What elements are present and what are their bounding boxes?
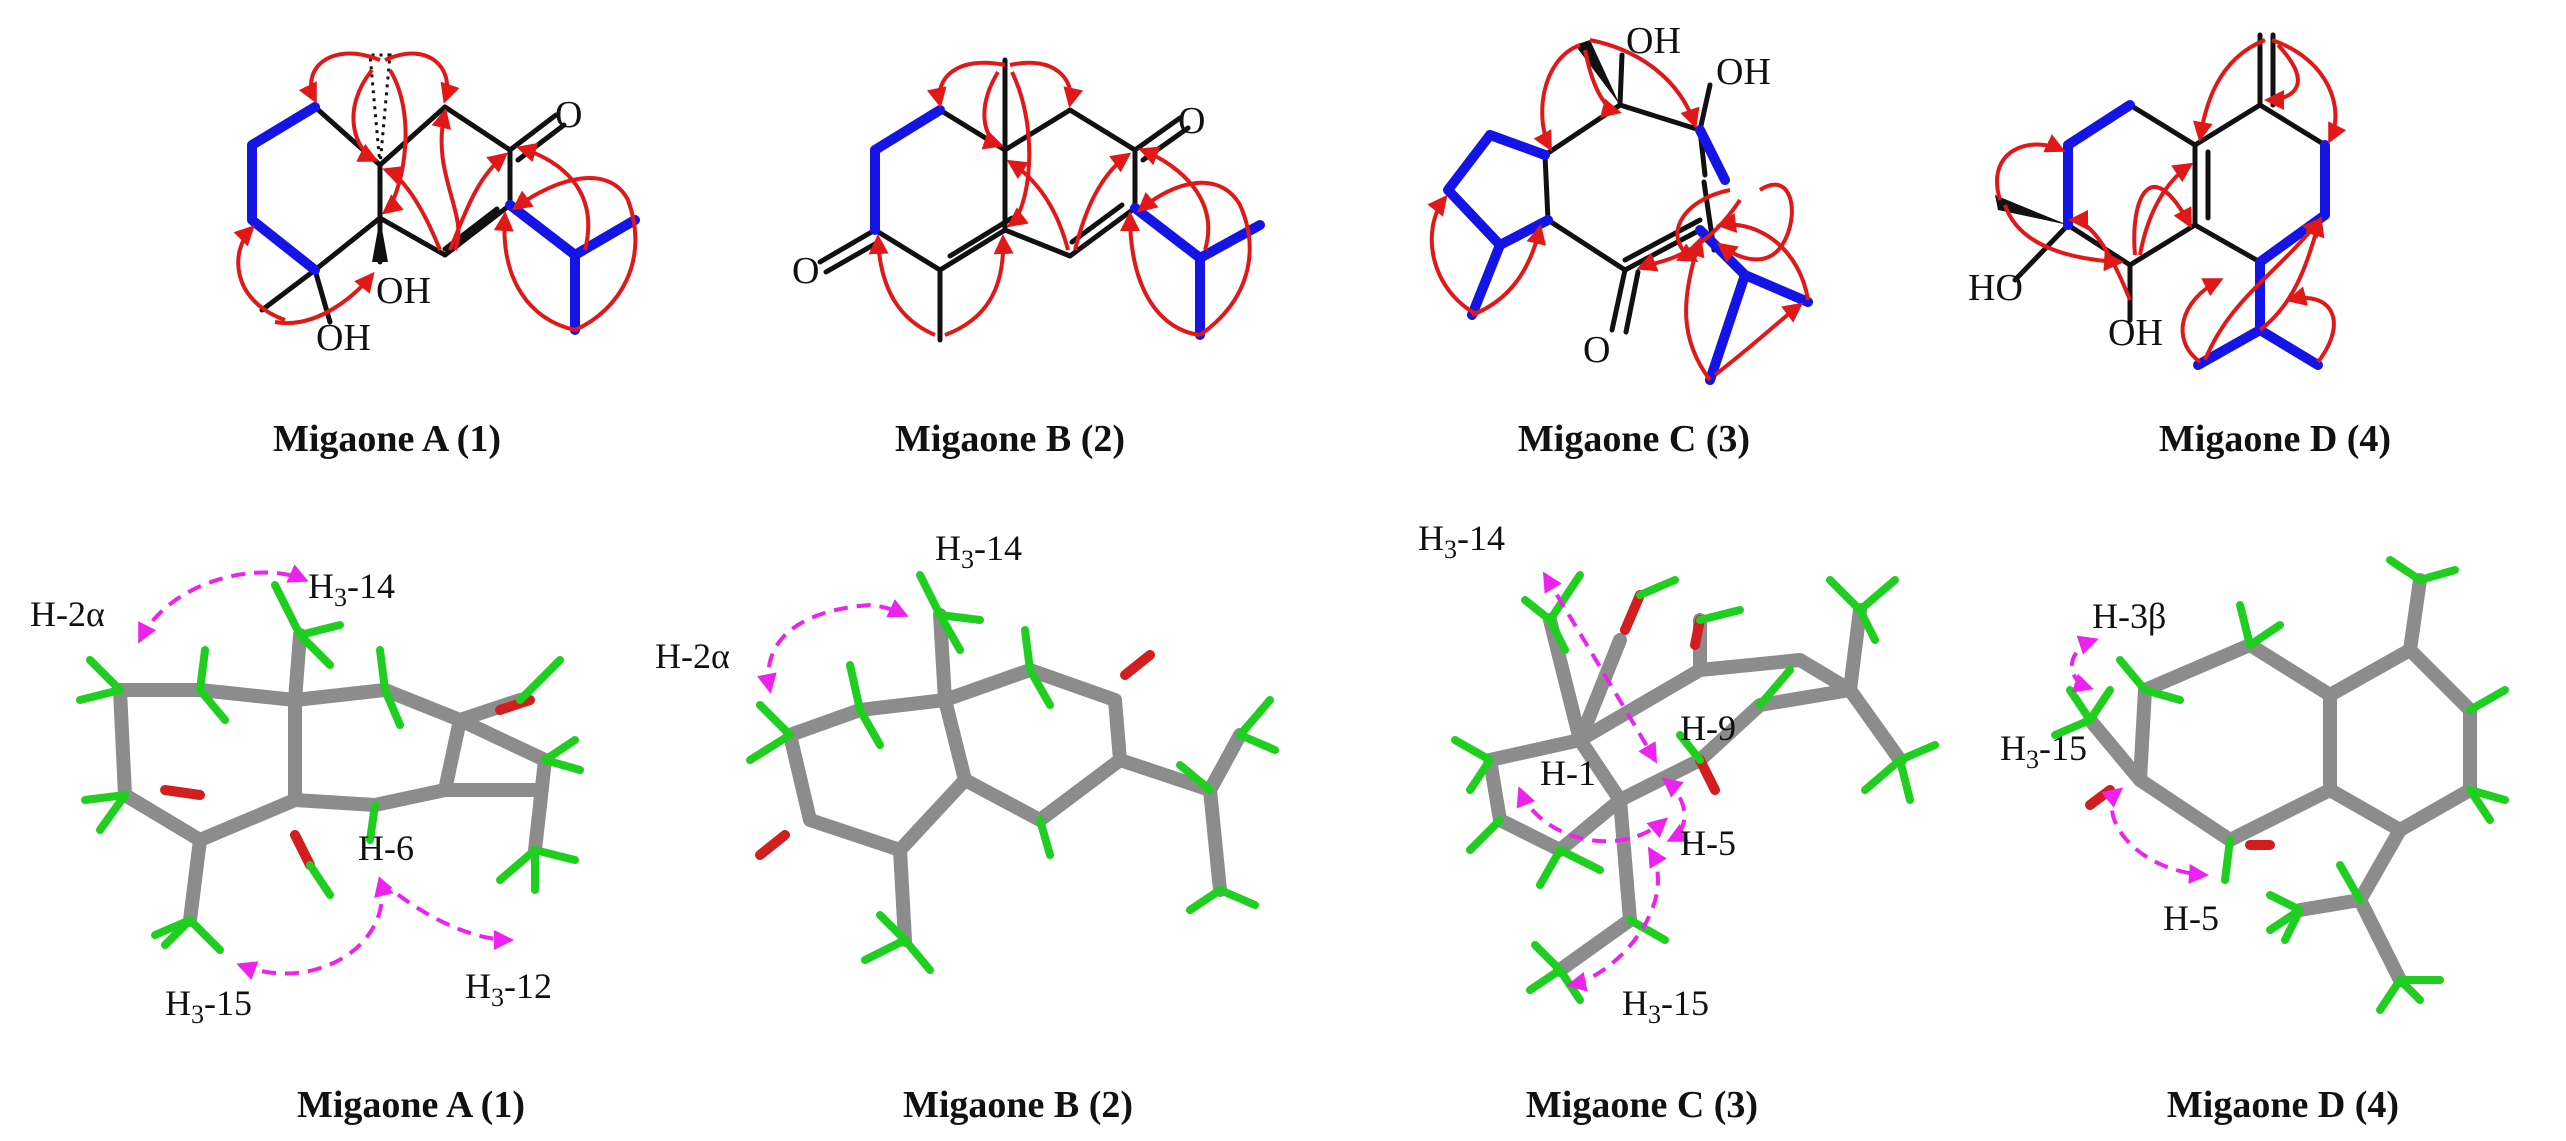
oxygen-atoms bbox=[755, 650, 1155, 860]
hydroxyl-c9: OH bbox=[1716, 51, 1771, 93]
conformer-migaone-b: H-2α H3-14 Migaone B (2) bbox=[655, 528, 1279, 1126]
noe-label: H-5 bbox=[2163, 898, 2219, 938]
caption-bottom-b: Migaone B (2) bbox=[903, 1084, 1133, 1126]
caption-top-d: Migaone D (4) bbox=[2159, 418, 2391, 460]
noe-label: H-2α bbox=[655, 636, 730, 676]
ketone-oxygen: O bbox=[1583, 329, 1610, 371]
noe-label: H-2α bbox=[30, 594, 105, 634]
hydroxyl-c4: OH bbox=[316, 317, 371, 359]
noe-label: H3-12 bbox=[465, 966, 552, 1012]
caption-bottom-d: Migaone D (4) bbox=[2167, 1084, 2399, 1126]
noe-label: H-1 bbox=[1540, 753, 1596, 793]
hydroxyl-c3: HO bbox=[1968, 267, 2023, 309]
noe-arrows bbox=[2069, 635, 2209, 884]
noe-label: H-3β bbox=[2092, 596, 2166, 636]
hmbc-arrows bbox=[1995, 38, 2347, 364]
bonds bbox=[817, 57, 1191, 343]
conformer-migaone-a: H-2α H3-14 H-6 H3-15 H3-12 Migaone A (1) bbox=[30, 564, 584, 1126]
caption-bottom-c: Migaone C (3) bbox=[1526, 1084, 1758, 1126]
cosy-bonds bbox=[870, 105, 1265, 340]
ketone-oxygen-2: O bbox=[792, 250, 819, 292]
noe-label: H3-15 bbox=[165, 983, 252, 1029]
structure-migaone-d: HO OH Migaone D (4) bbox=[1968, 32, 2391, 460]
noe-arrows bbox=[138, 564, 514, 980]
hmbc-arrows bbox=[233, 51, 638, 332]
noe-label: H3-14 bbox=[308, 566, 395, 612]
oxygen-atoms bbox=[160, 695, 535, 870]
cosy-bonds bbox=[2063, 100, 2330, 370]
noe-label: H3-15 bbox=[1622, 983, 1709, 1029]
noe-label: H3-14 bbox=[935, 528, 1022, 574]
noe-label: H-6 bbox=[358, 828, 414, 868]
carbon-skeleton bbox=[113, 628, 552, 927]
bonds bbox=[259, 53, 567, 325]
noe-label: H3-14 bbox=[1418, 518, 1505, 564]
hydrogen-atoms bbox=[2051, 556, 2509, 1014]
caption-top-b: Migaone B (2) bbox=[895, 418, 1125, 460]
bonds bbox=[1995, 32, 2328, 323]
hydrogen-atoms bbox=[76, 581, 584, 954]
structure-migaone-b: O O Migaone B (2) bbox=[792, 57, 1265, 460]
hydroxyl-c4: OH bbox=[2108, 312, 2163, 354]
caption-top-c: Migaone C (3) bbox=[1518, 418, 1750, 460]
hydroxyl-c5: OH bbox=[376, 270, 431, 312]
conformer-migaone-c: H3-14 H-9 H-1 H-5 H3-15 Migaone C (3) bbox=[1418, 518, 1939, 1126]
hmbc-arrows bbox=[1427, 38, 1810, 382]
hydrogen-atoms bbox=[746, 571, 1279, 974]
caption-top-a: Migaone A (1) bbox=[273, 418, 501, 460]
cosy-bonds bbox=[247, 102, 640, 335]
conformer-migaone-d: H-3β H3-15 H-5 Migaone D (4) bbox=[2000, 556, 2509, 1126]
ketone-oxygen: O bbox=[1178, 100, 1205, 142]
noe-label: H-5 bbox=[1680, 823, 1736, 863]
structure-migaone-c: OH OH O Migaone C (3) bbox=[1427, 20, 1813, 460]
caption-bottom-a: Migaone A (1) bbox=[297, 1084, 525, 1126]
hmbc-arrows bbox=[868, 60, 1252, 337]
noe-arrows bbox=[757, 599, 909, 694]
structure-migaone-a: O OH OH Migaone A (1) bbox=[233, 51, 640, 460]
noe-arrows bbox=[1516, 571, 1689, 992]
hydroxyl-c10: OH bbox=[1626, 20, 1681, 62]
noe-label: H3-15 bbox=[2000, 728, 2087, 774]
carbon-skeleton bbox=[783, 608, 1247, 947]
noe-label: H-9 bbox=[1680, 708, 1736, 748]
ketone-oxygen: O bbox=[555, 94, 582, 136]
